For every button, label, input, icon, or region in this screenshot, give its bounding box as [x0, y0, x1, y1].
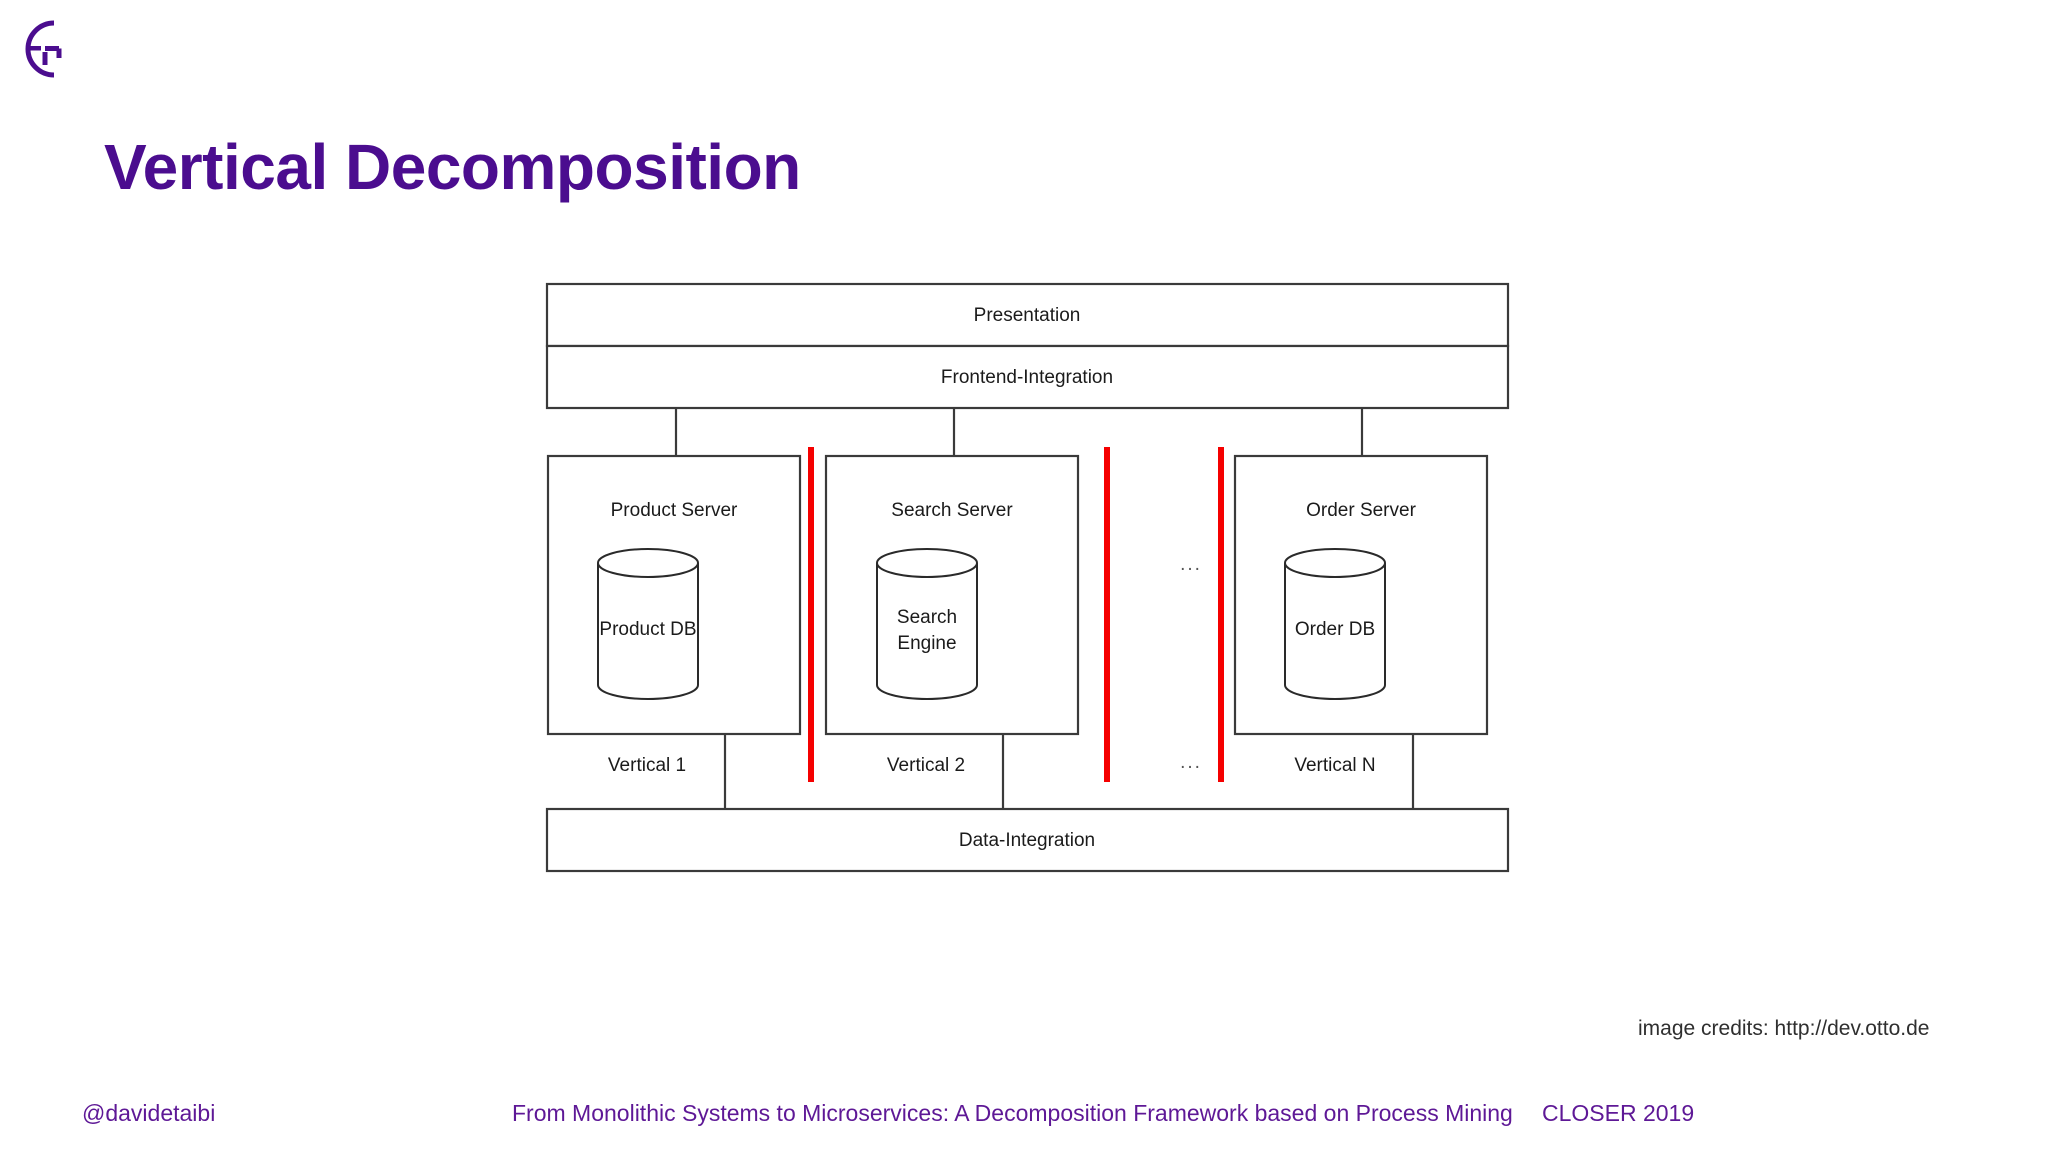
presentation-label: Presentation: [974, 305, 1081, 326]
order-db-cylinder: Order DB: [1284, 548, 1386, 700]
search-engine-cylinder: Search Engine: [876, 548, 978, 700]
vertical-2-caption: Vertical 2: [887, 755, 965, 776]
footer-author-handle: @davidetaibi: [82, 1100, 216, 1126]
university-logo: [14, 18, 84, 80]
product-db-cylinder: Product DB: [597, 548, 699, 700]
footer-venue: CLOSER 2019: [1542, 1100, 1695, 1126]
frontend-integration-label: Frontend-Integration: [941, 367, 1113, 388]
caption-ellipsis: ...: [1180, 752, 1202, 773]
data-integration-box: [545, 807, 1510, 873]
frontend-integration-box: [545, 344, 1510, 410]
page-title: Vertical Decomposition: [104, 131, 801, 203]
image-credits: image credits: http://dev.otto.de: [1638, 1017, 1930, 1040]
product-server-label: Product Server: [611, 500, 738, 521]
slide-footer: @davidetaibi From Monolithic Systems to …: [0, 1100, 2048, 1140]
footer-paper-title: From Monolithic Systems to Microservices…: [512, 1100, 1513, 1126]
data-integration-label: Data-Integration: [959, 830, 1095, 851]
middle-ellipsis: ...: [1180, 554, 1202, 575]
vertical-n-caption: Vertical N: [1294, 755, 1375, 776]
product-db-label: Product DB: [599, 619, 696, 640]
vertical-decomposition-diagram: Presentation Frontend-Integration Produc…: [545, 282, 1510, 1062]
presentation-box: [545, 282, 1510, 348]
search-server-label: Search Server: [891, 500, 1013, 521]
vertical-1-caption: Vertical 1: [608, 755, 686, 776]
search-engine-label-line1: Search: [897, 607, 957, 628]
search-engine-label-line2: Engine: [897, 633, 956, 654]
order-db-label: Order DB: [1295, 619, 1375, 640]
order-server-label: Order Server: [1306, 500, 1416, 521]
